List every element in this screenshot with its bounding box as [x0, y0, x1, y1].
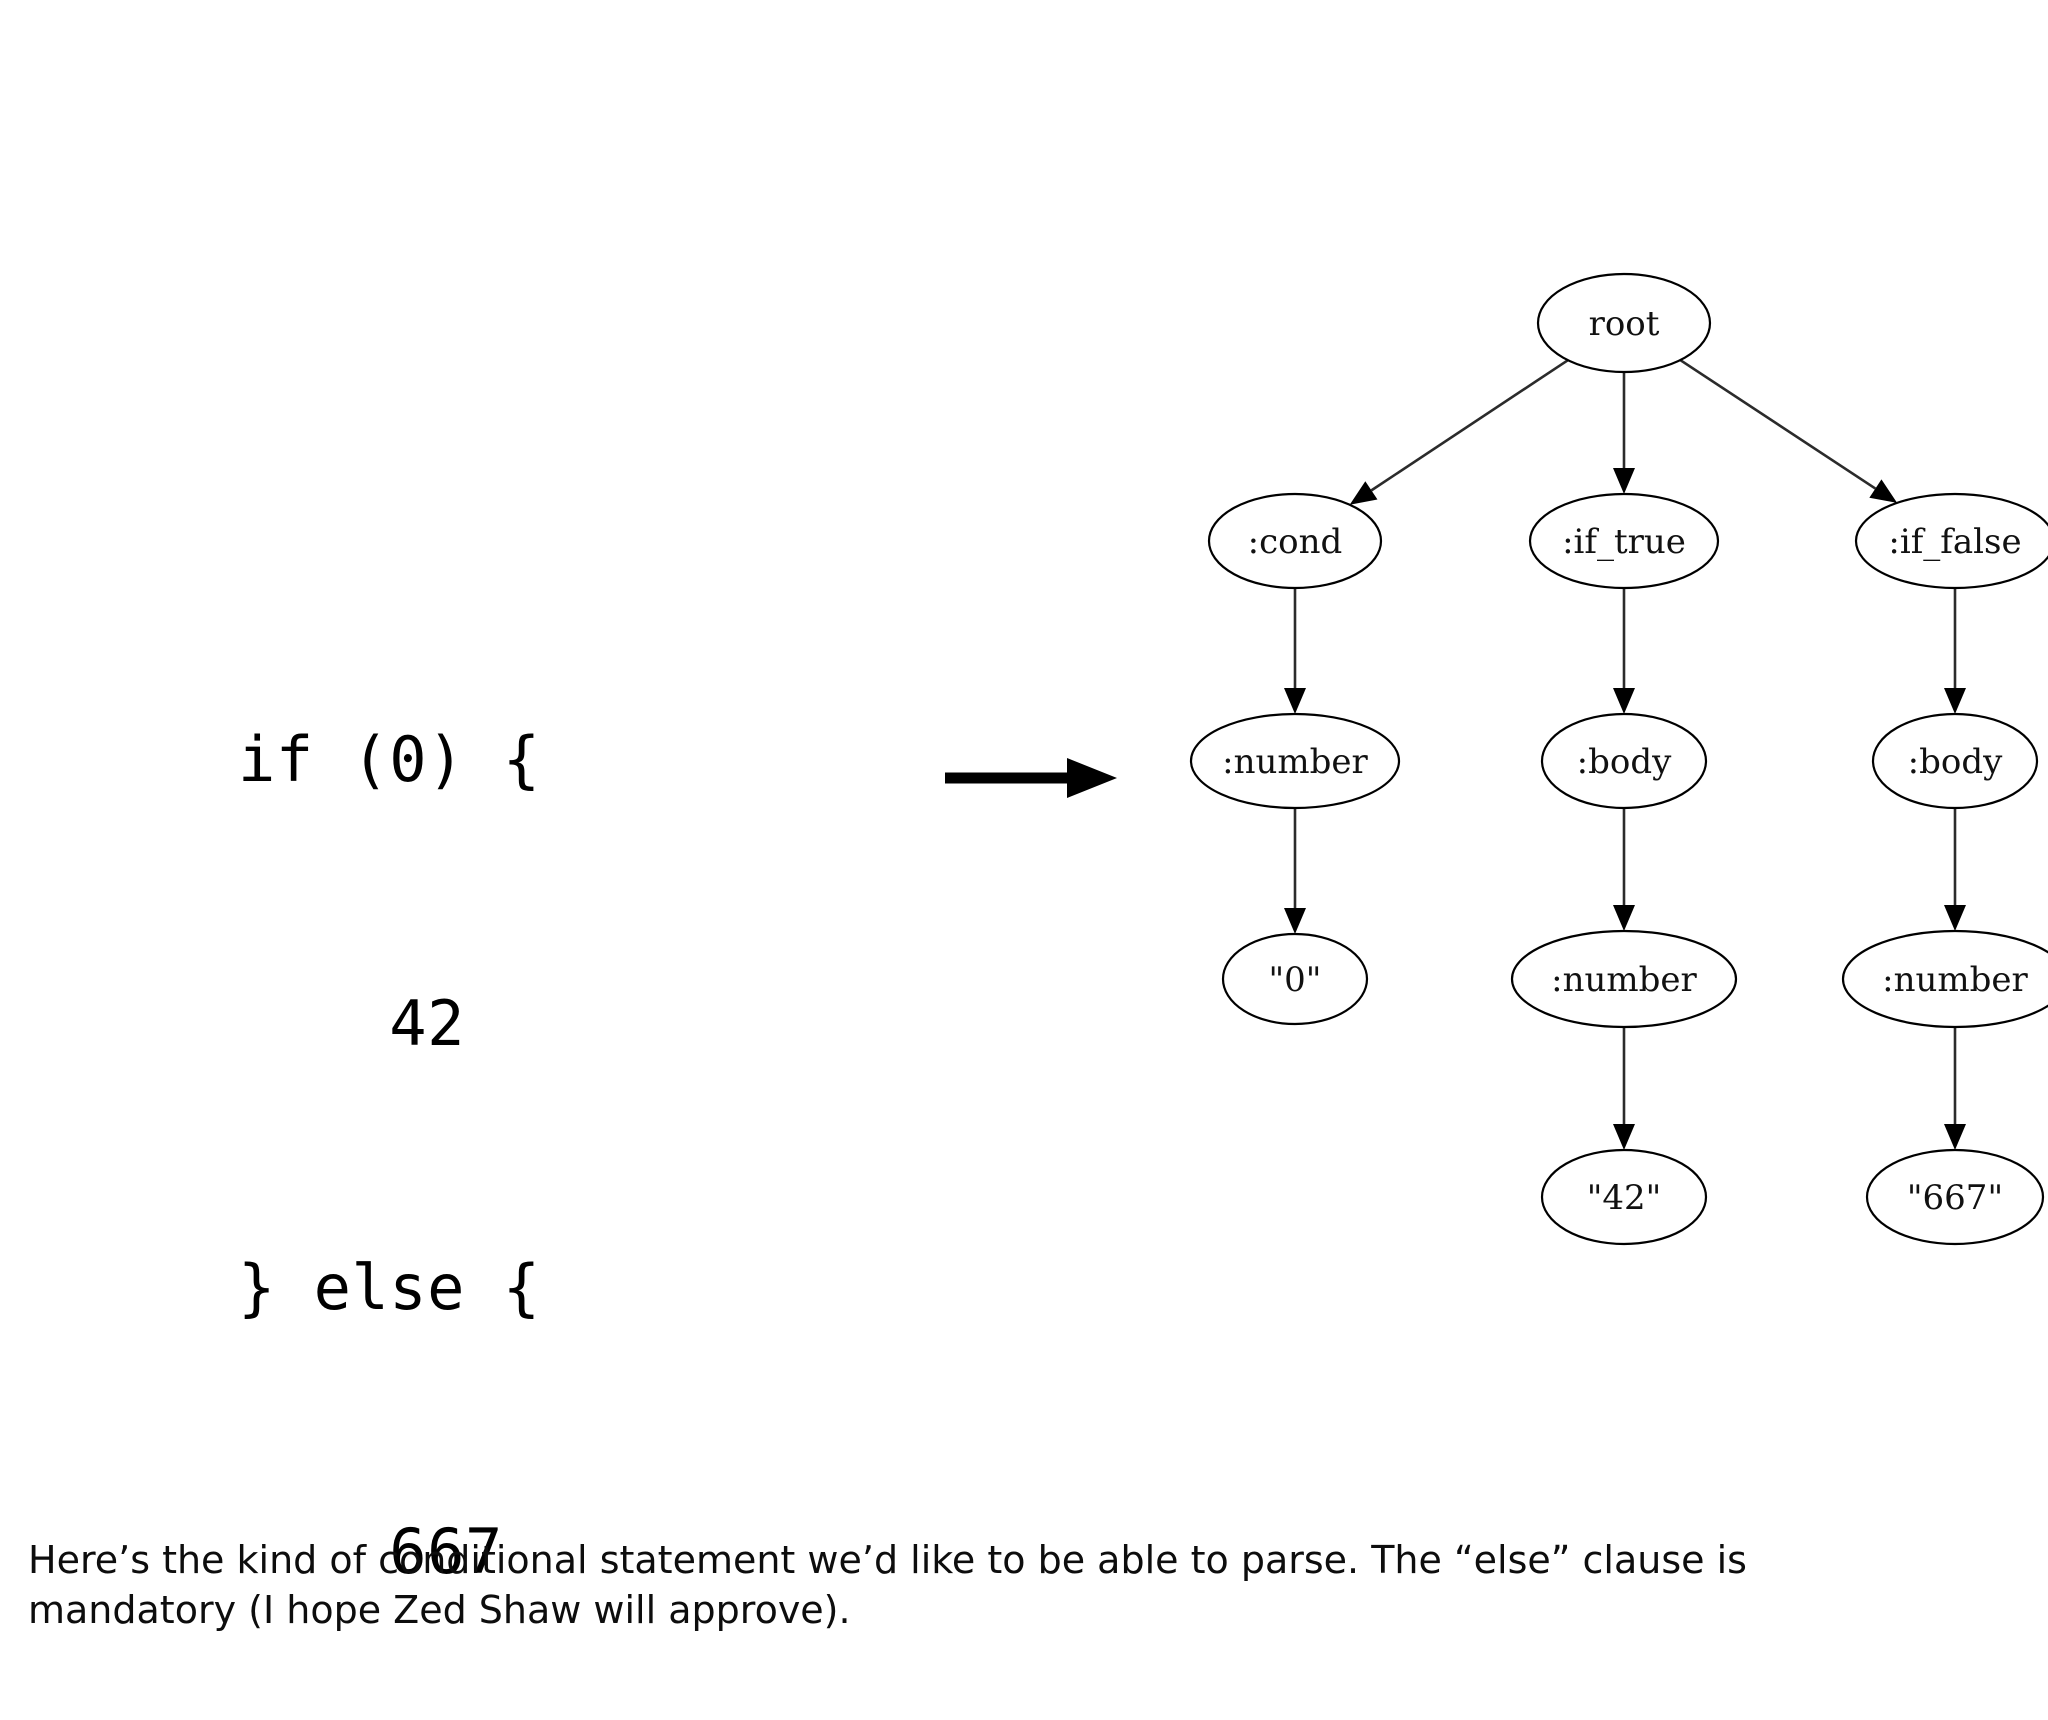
tree-node-ellipse [1528, 492, 1720, 590]
tree-node-ellipse [1536, 272, 1712, 374]
tree-node-label: :cond [1248, 522, 1343, 562]
code-line: if (0) { [238, 723, 541, 797]
tree-node-ellipse [1865, 1148, 2045, 1246]
tree-node-label: "667" [1907, 1178, 2003, 1218]
tree-edge-arrowhead [1349, 481, 1378, 505]
tree-node[interactable]: :cond [1207, 492, 1383, 590]
tree-node-label: :number [1551, 960, 1697, 1000]
tree-node[interactable]: :if_true [1528, 492, 1720, 590]
tree-node-ellipse [1510, 929, 1738, 1029]
tree-node-label: :if_true [1562, 522, 1686, 562]
tree-edge-arrowhead [1284, 688, 1306, 714]
tree-node-ellipse [1540, 1148, 1708, 1246]
tree-node[interactable]: :number [1510, 929, 1738, 1029]
source-code-block: if (0) { 42 } else { 667 } [238, 540, 541, 1720]
code-line: 42 [238, 987, 465, 1061]
tree-node-ellipse [1841, 929, 2048, 1029]
tree-node-label: :body [1577, 742, 1672, 782]
tree-node-ellipse [1189, 712, 1401, 810]
tree-edge [1370, 359, 1569, 492]
tree-node-ellipse [1540, 712, 1708, 810]
tree-edge-arrowhead [1284, 908, 1306, 934]
ast-tree-svg: root :cond :if_true :if_false :number :body :b… [1189, 272, 2048, 1246]
tree-edge-arrowhead [1613, 1124, 1635, 1150]
tree-edge-arrowhead [1613, 688, 1635, 714]
tree-edge-arrowhead [1613, 905, 1635, 931]
tree-node-label: :if_false [1888, 522, 2021, 562]
tree-node-ellipse [1221, 932, 1369, 1026]
tree-edge [1679, 358, 1877, 490]
tree-node-label: "0" [1269, 960, 1322, 1000]
tree-node[interactable]: :number [1189, 712, 1401, 810]
tree-node-label: :number [1882, 960, 2028, 1000]
right-arrow-icon [945, 748, 1125, 808]
tree-edge-arrowhead [1944, 905, 1966, 931]
tree-node[interactable]: "667" [1865, 1148, 2045, 1246]
tree-node[interactable]: :if_false [1854, 492, 2048, 590]
node-layer: root :cond :if_true :if_false :number :body :b… [1189, 272, 2048, 1246]
tree-node[interactable]: :number [1841, 929, 2048, 1029]
edge-layer [1284, 358, 1966, 1150]
tree-node[interactable]: :body [1540, 712, 1708, 810]
tree-edge-arrowhead [1944, 688, 1966, 714]
tree-edge-arrowhead [1869, 479, 1898, 503]
slide-caption: Here’s the kind of conditional statement… [28, 1538, 1747, 1633]
tree-edge-arrowhead [1613, 468, 1635, 494]
tree-node-label: "42" [1587, 1178, 1662, 1218]
tree-node-ellipse [1854, 492, 2048, 590]
tree-node[interactable]: "42" [1540, 1148, 1708, 1246]
tree-node[interactable]: "0" [1221, 932, 1369, 1026]
tree-node-ellipse [1207, 492, 1383, 590]
code-line: } else { [238, 1251, 541, 1325]
tree-node-ellipse [1871, 712, 2039, 810]
tree-node[interactable]: root [1536, 272, 1712, 374]
tree-node-label: :body [1908, 742, 2003, 782]
ast-tree-diagram: root :cond :if_true :if_false :number :body :b… [1130, 200, 2048, 1280]
code-line: 667 [238, 1515, 503, 1589]
tree-node-label: root [1589, 304, 1660, 344]
tree-node[interactable]: :body [1871, 712, 2039, 810]
tree-node-label: :number [1222, 742, 1368, 782]
tree-edge-arrowhead [1944, 1124, 1966, 1150]
